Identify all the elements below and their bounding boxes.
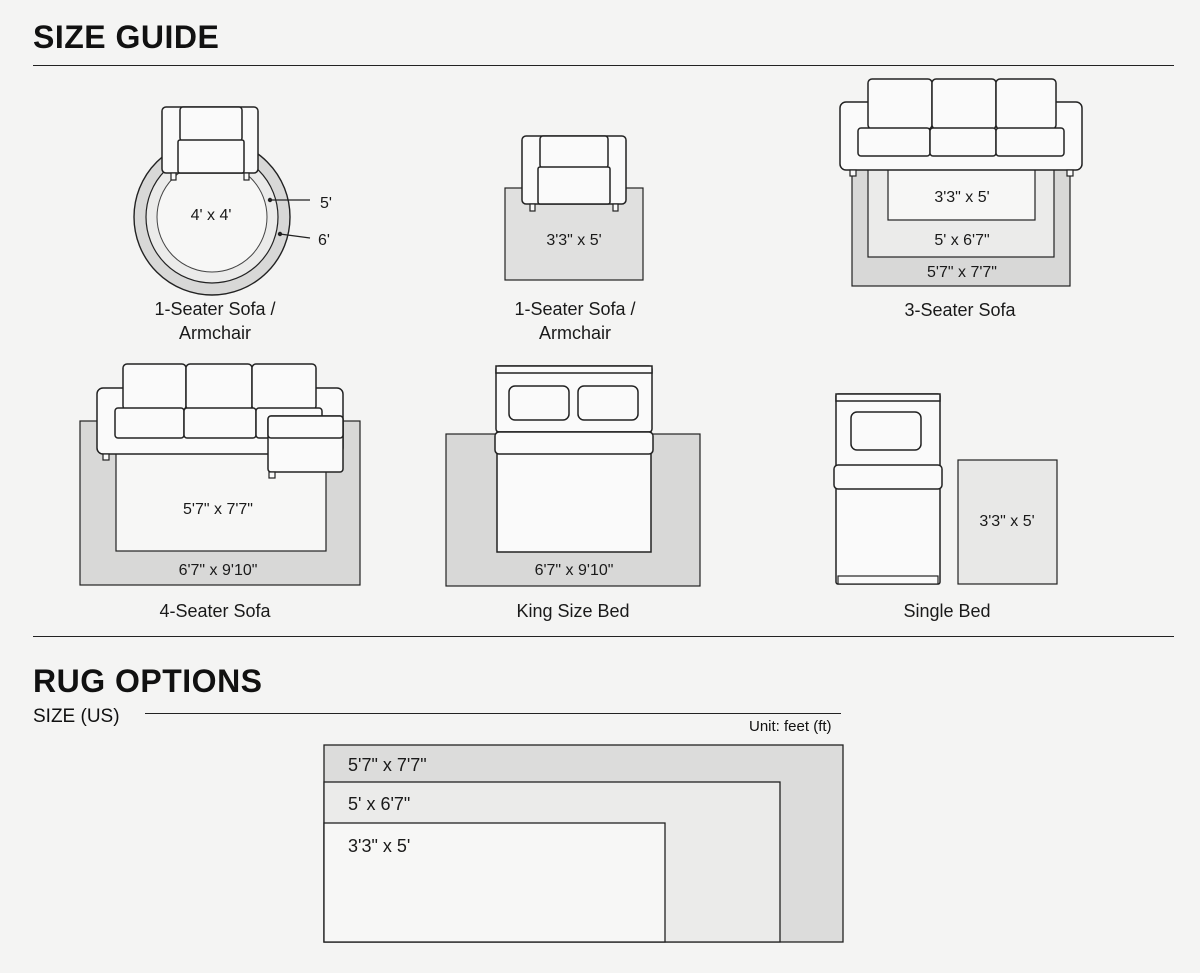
label-3seater-small: 3'3" x 5'	[934, 189, 989, 206]
rug-options-chart: 5'7" x 7'7" 5' x 6'7" 3'3" x 5'	[323, 744, 844, 943]
single-bed-icon	[833, 393, 943, 585]
size-guide-divider	[33, 65, 1174, 66]
four-seater-illustration: 5'7" x 7'7" 6'7" x 9'10" 4-Seater Sofa	[79, 363, 361, 621]
three-seater-sofa-icon	[839, 78, 1083, 177]
size-us-divider	[145, 713, 841, 714]
pointer-line-6ft	[279, 233, 311, 239]
caption-king-bed: King Size Bed	[516, 601, 629, 621]
unit-label: Unit: feet (ft)	[749, 718, 832, 735]
caption-3seater: 3-Seater Sofa	[904, 300, 1016, 320]
single-bed-illustration: 3'3" x 5' Single Bed	[833, 393, 1058, 621]
three-seater-illustration: 3'3" x 5' 5' x 6'7" 5'7" x 7'7" 3-Seater…	[839, 78, 1083, 320]
section-divider	[33, 636, 1174, 637]
label-3seater-large: 5'7" x 7'7"	[927, 264, 997, 281]
label-single-bed: 3'3" x 5'	[979, 513, 1034, 530]
rug-option-medium-label: 5' x 6'7"	[348, 794, 410, 814]
label-4seater-inner: 5'7" x 7'7"	[183, 501, 253, 518]
pointer-dot-5ft	[267, 197, 273, 203]
label-4seater-outer: 6'7" x 9'10"	[179, 562, 258, 579]
caption-armchair-rect-line1: 1-Seater Sofa /	[514, 299, 635, 319]
caption-armchair-round-line1: 1-Seater Sofa /	[154, 299, 275, 319]
label-4x4: 4' x 4'	[191, 207, 232, 224]
size-guide-title: SIZE GUIDE	[33, 19, 220, 55]
caption-4seater: 4-Seater Sofa	[159, 601, 271, 621]
label-5ft: 5'	[320, 195, 332, 212]
caption-single-bed: Single Bed	[903, 601, 990, 621]
label-6ft: 6'	[318, 232, 330, 249]
rug-option-large-label: 5'7" x 7'7"	[348, 755, 427, 775]
round-rug-armchair-illustration: 4' x 4' 5' 6' 1-Seater Sofa / Armchair	[133, 106, 332, 343]
armchair-icon	[521, 135, 627, 212]
label-king-bed: 6'7" x 9'10"	[535, 562, 614, 579]
size-us-subtitle: SIZE (US)	[33, 706, 120, 727]
rug-single-bed	[957, 459, 1058, 585]
caption-armchair-rect-line2: Armchair	[539, 323, 611, 343]
king-bed-illustration: 6'7" x 9'10" King Size Bed	[445, 365, 701, 621]
rect-rug-armchair-illustration: 3'3" x 5' 1-Seater Sofa / Armchair	[504, 135, 644, 343]
label-rect-small: 3'3" x 5'	[546, 232, 601, 249]
pointer-dot-6ft	[277, 231, 283, 237]
label-3seater-medium: 5' x 6'7"	[934, 232, 989, 249]
armchair-icon	[161, 106, 259, 181]
rug-option-small	[323, 822, 666, 943]
corner-sofa-icon	[96, 363, 344, 479]
caption-armchair-round-line2: Armchair	[179, 323, 251, 343]
rug-option-small-label: 3'3" x 5'	[348, 836, 410, 856]
rug-options-title: RUG OPTIONS	[33, 663, 263, 699]
king-bed-icon	[494, 365, 654, 553]
